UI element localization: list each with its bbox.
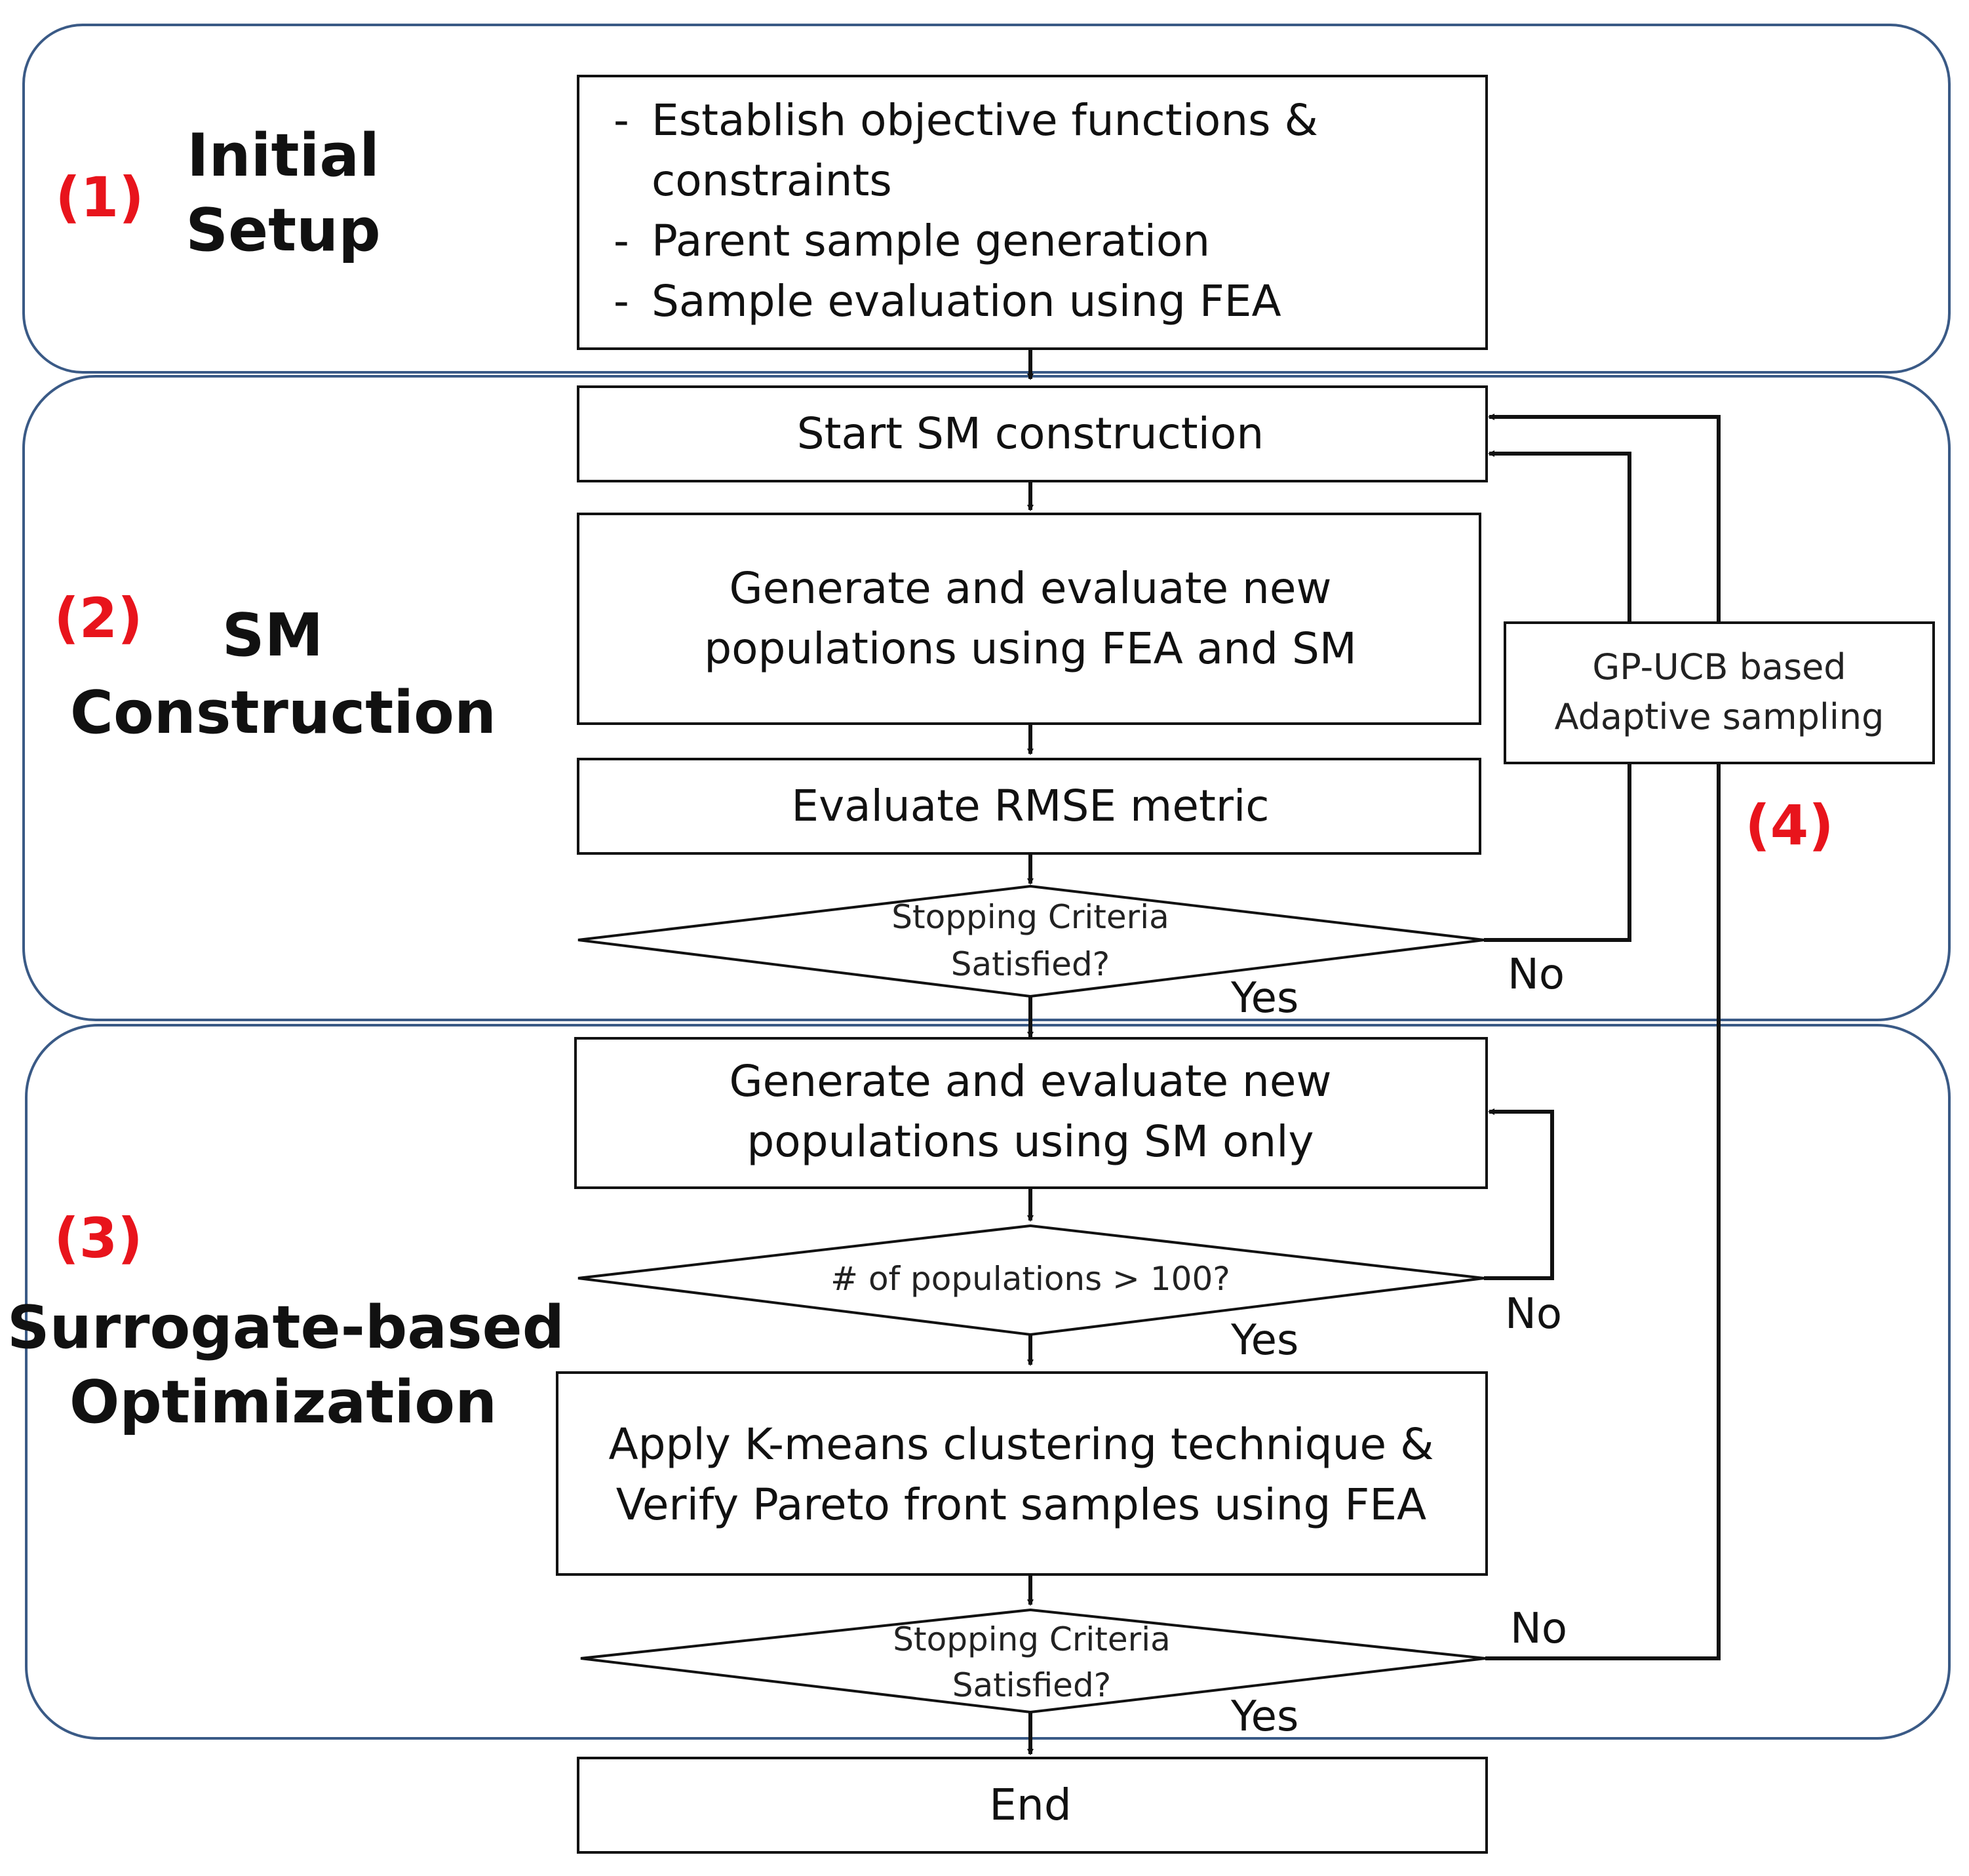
stop2-no-label: No bbox=[1510, 1605, 1567, 1653]
end-label: End bbox=[989, 1780, 1071, 1830]
evaluate-rmse-label: Evaluate RMSE metric bbox=[791, 781, 1269, 831]
stop1-line1: Stopping Criteria bbox=[891, 898, 1169, 936]
stage-1-frame bbox=[22, 24, 1951, 374]
setup-bullet-1: - bbox=[614, 95, 629, 146]
setup-item-1-line1: Establish objective functions & bbox=[652, 95, 1318, 146]
gpucb-box bbox=[1504, 621, 1935, 764]
setup-bullet-3: - bbox=[614, 276, 629, 326]
setup-item-2: Parent sample generation bbox=[652, 216, 1210, 266]
generate-sm-only-box bbox=[574, 1037, 1488, 1189]
stop2-line2: Satisfied? bbox=[952, 1666, 1111, 1704]
stage-4-number: (4) bbox=[1745, 793, 1833, 857]
populations-no-label: No bbox=[1505, 1290, 1562, 1339]
evaluate-rmse-box bbox=[577, 758, 1481, 855]
generate-fea-sm-line1: Generate and evaluate new bbox=[730, 563, 1332, 614]
kmeans-line2: Verify Pareto front samples using FEA bbox=[616, 1479, 1426, 1530]
start-sm-box bbox=[577, 385, 1488, 482]
setup-item-1-line2: constraints bbox=[652, 155, 892, 206]
kmeans-line1: Apply K-means clustering technique & bbox=[608, 1419, 1433, 1470]
setup-bullet-2: - bbox=[614, 216, 629, 266]
generate-fea-sm-box bbox=[577, 513, 1481, 725]
stage-3-number: (3) bbox=[54, 1206, 142, 1270]
stage-3-frame bbox=[25, 1024, 1951, 1740]
generate-fea-sm-line2: populations using FEA and SM bbox=[704, 623, 1357, 674]
stop2-line1: Stopping Criteria bbox=[893, 1620, 1170, 1658]
generate-sm-only-line2: populations using SM only bbox=[747, 1116, 1314, 1167]
start-sm-label: Start SM construction bbox=[797, 408, 1264, 459]
setup-box bbox=[577, 75, 1488, 350]
populations-decision bbox=[577, 1224, 1485, 1337]
setup-item-3: Sample evaluation using FEA bbox=[652, 276, 1281, 326]
stop1-yes-label: Yes bbox=[1230, 974, 1298, 1023]
stage-2-title-line1: SM bbox=[222, 601, 323, 670]
stop2-yes-label: Yes bbox=[1230, 1692, 1298, 1741]
populations-yes-label: Yes bbox=[1230, 1316, 1298, 1365]
stage-2-number: (2) bbox=[54, 586, 142, 650]
stop1-no-label: No bbox=[1508, 950, 1565, 999]
stage-2-title-line2: Construction bbox=[70, 678, 496, 747]
arrow-populations-no-loop bbox=[1484, 1108, 1554, 1280]
populations-label: # of populations > 100? bbox=[830, 1260, 1230, 1298]
stop-criteria-decision-1 bbox=[577, 884, 1485, 998]
gpucb-line1: GP-UCB based bbox=[1592, 646, 1846, 688]
gpucb-line2: Adaptive sampling bbox=[1555, 696, 1884, 737]
arrow-stop2-no-loop bbox=[1485, 414, 1721, 1660]
stop1-line2: Satisfied? bbox=[951, 945, 1110, 983]
stage-1-title-line2: Setup bbox=[185, 196, 380, 265]
stage-1-number: (1) bbox=[55, 165, 144, 229]
generate-sm-only-line1: Generate and evaluate new bbox=[730, 1056, 1332, 1106]
stop-criteria-decision-2 bbox=[580, 1608, 1486, 1714]
stage-2-frame bbox=[22, 375, 1951, 1021]
stage-3-title-line1: Surrogate-based bbox=[7, 1293, 564, 1362]
stage-1-title-line1: Initial bbox=[187, 121, 380, 190]
stage-3-title-line2: Optimization bbox=[69, 1368, 497, 1437]
kmeans-box bbox=[556, 1371, 1488, 1576]
end-box bbox=[577, 1757, 1488, 1854]
